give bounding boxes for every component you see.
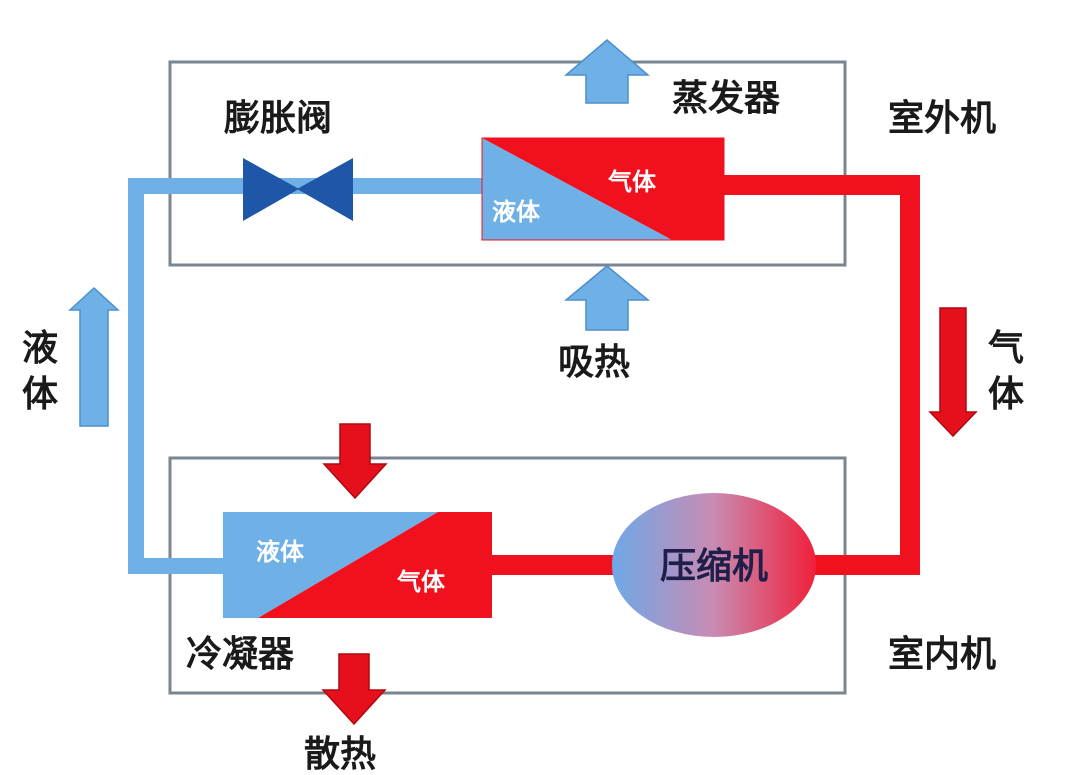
liquid-pipe	[128, 178, 484, 574]
heat-out-arrow-icon	[563, 39, 651, 104]
heat-release-arrow-icon	[321, 653, 387, 726]
condenser-box: 液体 气体	[223, 512, 492, 618]
compressor: 压缩机	[612, 493, 816, 637]
gas-flow-label-2: 体	[988, 374, 1024, 415]
gas-flow-down-arrow-icon	[928, 307, 978, 438]
outdoor-unit-frame	[168, 60, 847, 267]
evaporator-box: 气体 液体	[481, 137, 725, 241]
compressor-label: 压缩机	[660, 546, 768, 587]
indoor-unit-frame	[168, 456, 847, 695]
gas-flow-label-1: 气	[988, 328, 1024, 369]
outdoor-unit-label: 室外机	[888, 98, 996, 139]
expansion-valve	[243, 158, 353, 221]
condenser-liquid-label: 液体	[256, 538, 305, 566]
absorb-heat-label: 吸热	[558, 342, 630, 383]
evaporator-liquid-label: 液体	[492, 198, 541, 226]
expansion-valve-label: 膨胀阀	[224, 98, 332, 139]
gas-pipe	[490, 175, 920, 575]
release-heat-label: 散热	[304, 734, 376, 775]
liquid-flow-up-arrow-icon	[68, 286, 120, 427]
liquid-flow-label-2: 体	[22, 374, 58, 415]
liquid-flow-label-1: 液	[22, 328, 58, 369]
condenser-label: 冷凝器	[186, 634, 295, 675]
evaporator-gas-label: 气体	[607, 168, 657, 196]
heat-in-arrow-icon	[322, 423, 388, 500]
indoor-unit-label: 室内机	[888, 634, 996, 675]
heat-absorb-arrow-icon	[563, 265, 651, 331]
evaporator-label: 蒸发器	[672, 78, 781, 119]
condenser-gas-label: 气体	[396, 568, 446, 596]
